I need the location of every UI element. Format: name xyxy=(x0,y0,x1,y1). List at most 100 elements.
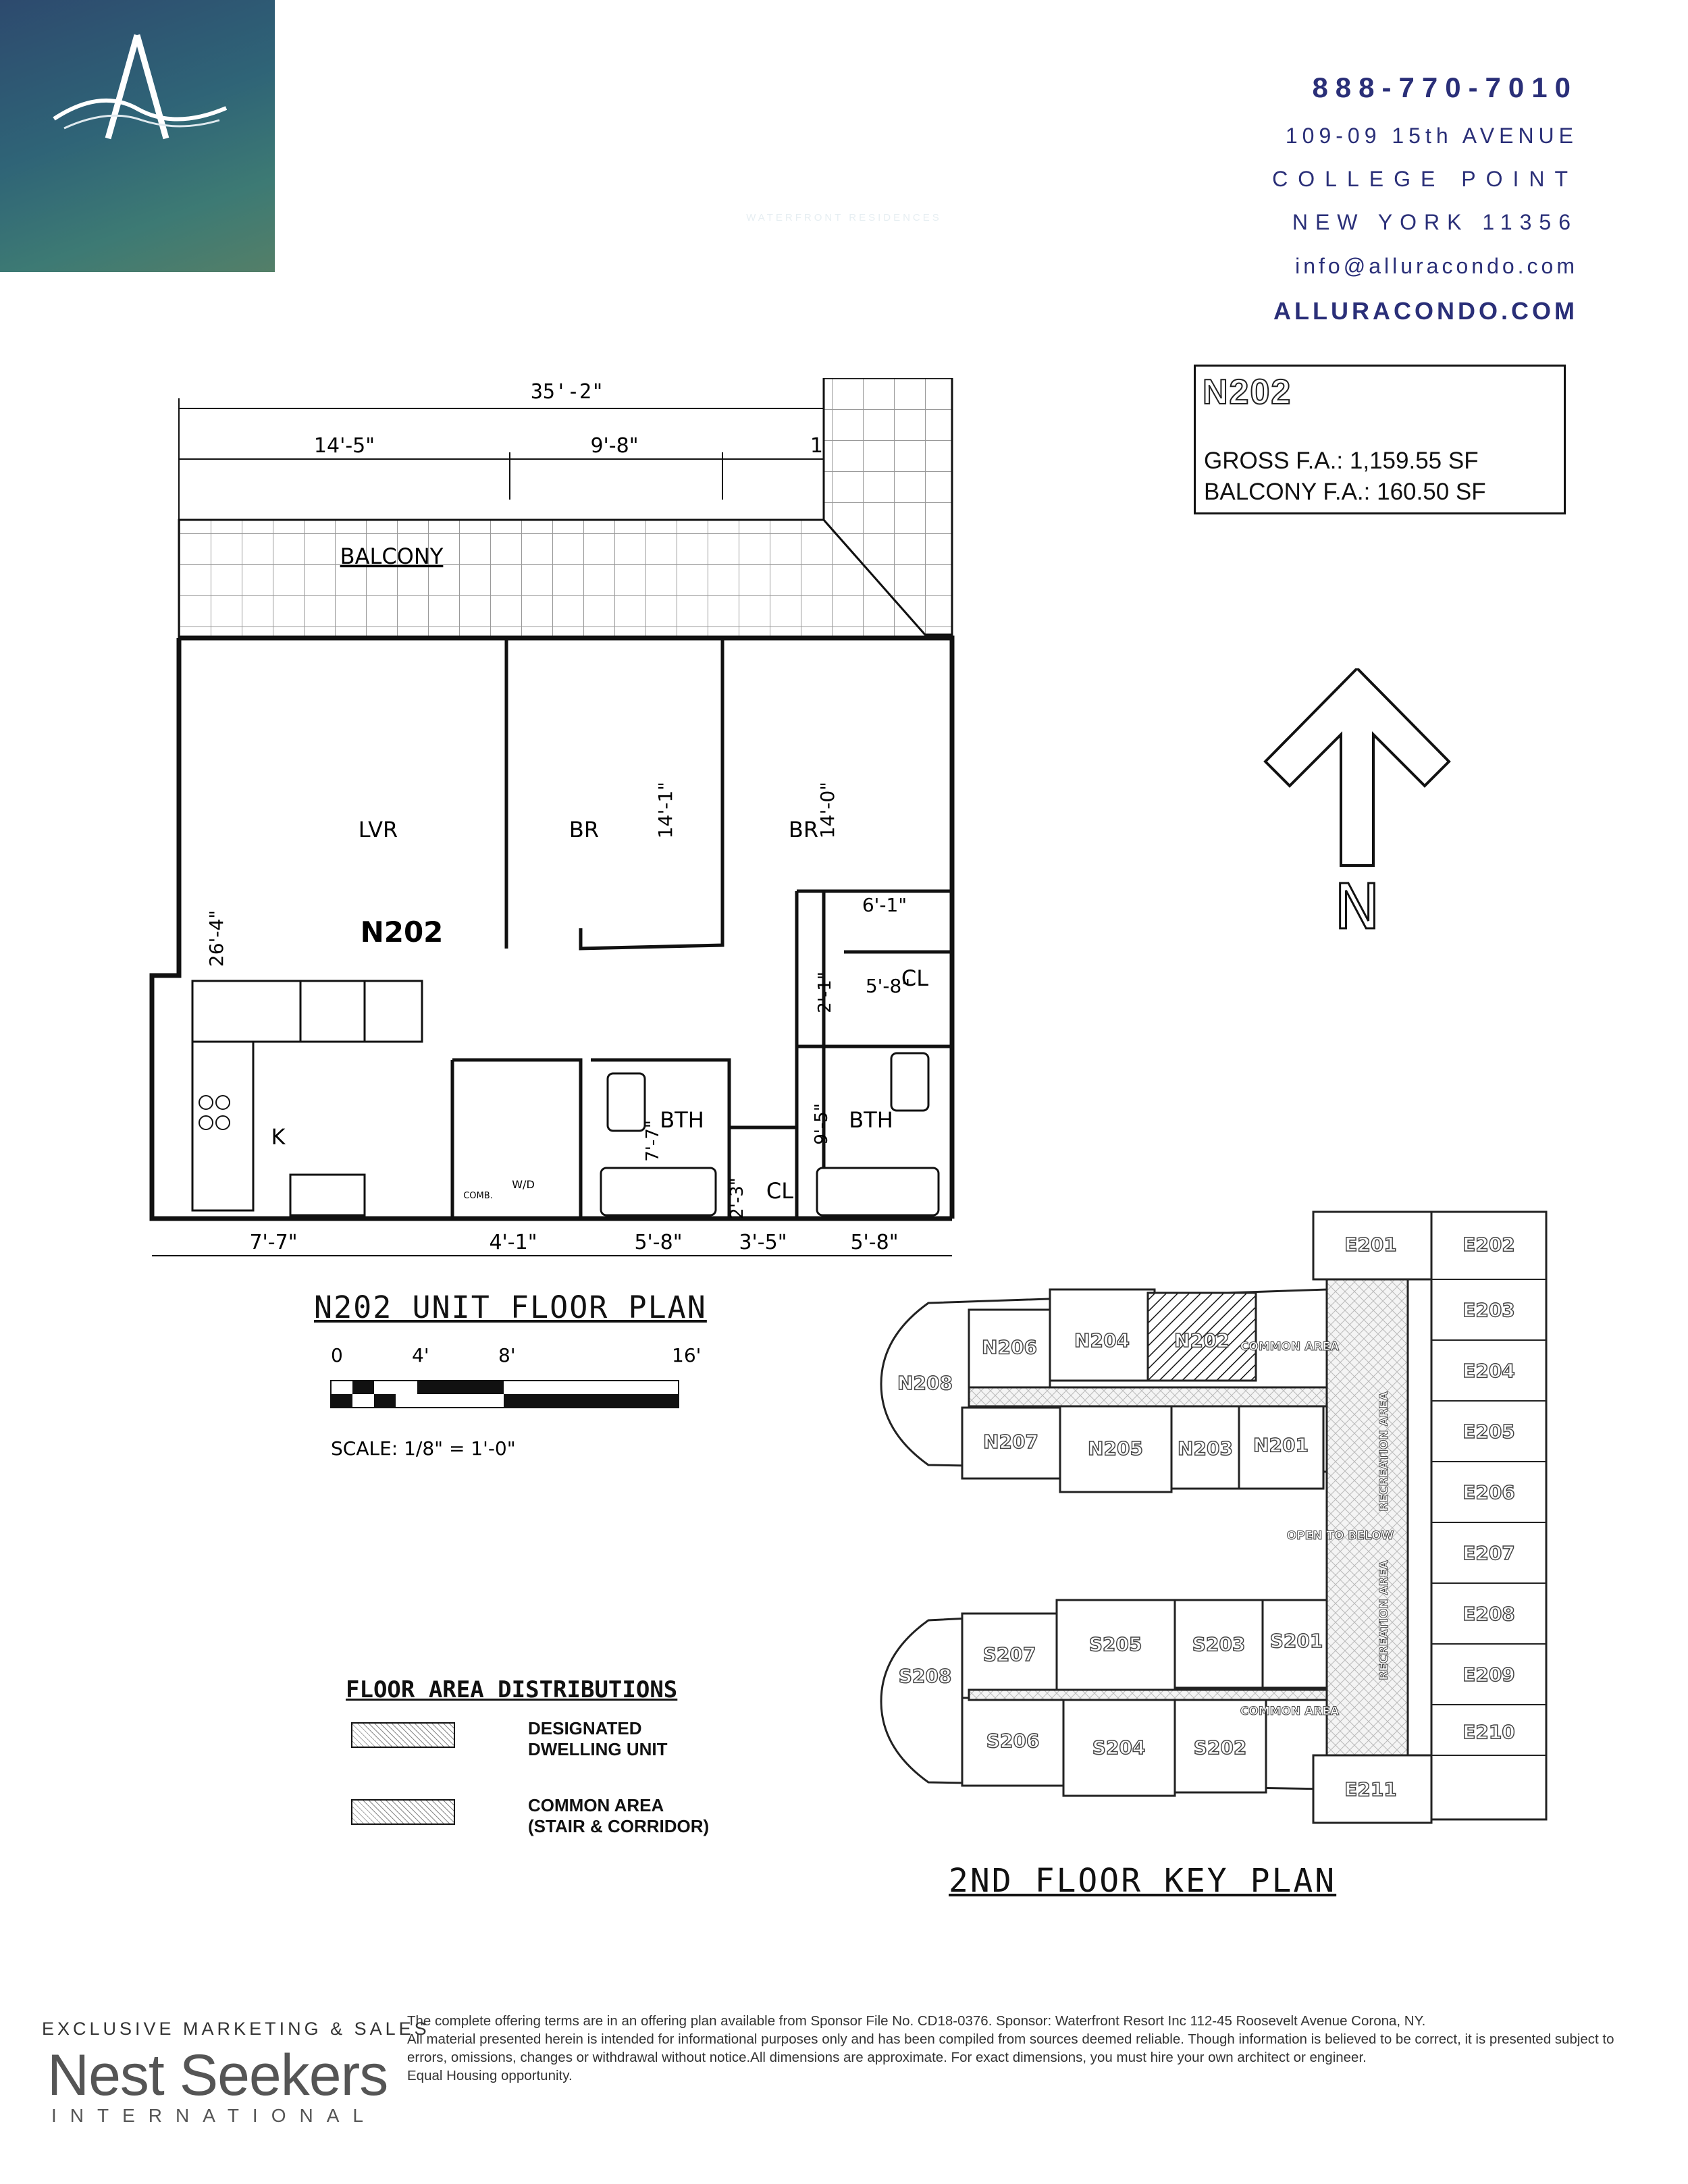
key-unit-e201: E201 xyxy=(1344,1233,1397,1256)
footer-brand-logo: Nest Seekers xyxy=(47,2043,388,2108)
unit-floor-plan: 35'-2" 14'-5" 9'-8" 10'-3" BALCONY xyxy=(149,378,955,1256)
unit-number: N202 xyxy=(1202,372,1292,412)
key-open-to-below: OPEN TO BELOW xyxy=(1287,1529,1394,1543)
balcony-area: BALCONY F.A.: 160.50 SF xyxy=(1204,479,1486,505)
key-common-area-north: COMMON AREA xyxy=(1240,1340,1340,1354)
key-recreation-south: RECREATION AREA xyxy=(1377,1560,1391,1680)
dim-overall: 35'-2" xyxy=(531,380,604,404)
north-label: N xyxy=(1334,871,1381,938)
address-line-2: COLLEGE POINT xyxy=(1272,167,1578,191)
dim-bth-depth-2: 9'-5" xyxy=(812,1103,832,1145)
key-common-area-south: COMMON AREA xyxy=(1240,1705,1340,1718)
footer-marketing: EXCLUSIVE MARKETING & SALES xyxy=(42,2019,430,2039)
disclaimer-line-1: The complete offering terms are in an of… xyxy=(407,2013,1426,2029)
dim-top-1: 14'-5" xyxy=(314,434,375,458)
scale-tick-4: 4' xyxy=(412,1344,429,1366)
floor-plan-title: N202 UNIT FLOOR PLAN xyxy=(314,1289,707,1325)
dim-cl2-depth: 2'-3" xyxy=(727,1177,747,1219)
dim-bottom-4: 3'-5" xyxy=(739,1231,787,1254)
key-recreation-north: RECREATION AREA xyxy=(1377,1391,1391,1512)
dim-br2-depth: 14'-0" xyxy=(816,782,839,838)
key-plan-title: 2ND FLOOR KEY PLAN xyxy=(949,1862,1337,1900)
legend-common-line-1: COMMON AREA xyxy=(528,1795,664,1815)
key-unit-n206: N206 xyxy=(982,1336,1037,1358)
key-unit-e209: E209 xyxy=(1462,1663,1515,1686)
disclaimer-line-2: All material presented herein is intende… xyxy=(407,2031,1614,2065)
key-unit-e204: E204 xyxy=(1462,1360,1515,1382)
room-bth-1: BTH xyxy=(660,1107,704,1133)
logo-emblem-icon xyxy=(53,34,228,140)
scale-bar: 0 4' 8' 16' SCALE: 1/8" = 1'-0" xyxy=(330,1344,701,1460)
dim-top-2: 9'-8" xyxy=(590,434,638,458)
dim-bottom-1: 7'-7" xyxy=(249,1231,297,1254)
website-link[interactable]: ALLURACONDO.COM xyxy=(1273,297,1578,325)
legend-title: FLOOR AREA DISTRIBUTIONS xyxy=(346,1676,678,1703)
key-unit-n201: N201 xyxy=(1253,1434,1309,1456)
legend-swatch-dwelling xyxy=(351,1722,455,1748)
key-unit-s204: S204 xyxy=(1092,1736,1146,1759)
key-unit-s208: S208 xyxy=(899,1665,952,1687)
footer-brand-sub: INTERNATIONAL xyxy=(51,2105,377,2126)
key-unit-s206: S206 xyxy=(986,1730,1040,1752)
key-unit-n204: N204 xyxy=(1074,1329,1130,1352)
logo-tagline: WATERFRONT RESIDENCES xyxy=(746,212,942,223)
room-br-1: BR xyxy=(569,817,599,843)
unit-info-box: N202 GROSS F.A.: 1,159.55 SF BALCONY F.A… xyxy=(1194,365,1566,514)
room-cl-2: CL xyxy=(766,1178,793,1204)
email-link[interactable]: info@alluracondo.com xyxy=(1295,254,1578,278)
legend-common-line-2: (STAIR & CORRIDOR) xyxy=(528,1816,710,1836)
key-unit-s201: S201 xyxy=(1270,1630,1323,1652)
key-unit-s207: S207 xyxy=(983,1643,1036,1666)
dim-left: 26'-4" xyxy=(205,910,228,967)
north-arrow-icon: N xyxy=(1263,668,1451,938)
dim-cl-inner: 5'-8" xyxy=(866,975,910,997)
dim-bottom-3: 5'-8" xyxy=(634,1231,682,1254)
key-unit-s205: S205 xyxy=(1089,1633,1142,1655)
scale-tick-16: 16' xyxy=(672,1344,701,1366)
room-lvr: LVR xyxy=(359,817,398,843)
legend-label-common: COMMON AREA (STAIR & CORRIDOR) xyxy=(528,1795,709,1837)
room-br-2: BR xyxy=(789,817,818,843)
key-unit-e205: E205 xyxy=(1462,1420,1515,1443)
dim-bth-depth-1: 7'-7" xyxy=(643,1120,663,1162)
key-unit-s202: S202 xyxy=(1194,1736,1247,1759)
logo-wordmark: ALLURA xyxy=(731,157,957,203)
key-unit-s203: S203 xyxy=(1192,1633,1246,1655)
unit-label: N202 xyxy=(361,915,444,949)
key-unit-e211: E211 xyxy=(1344,1778,1397,1801)
room-bth-2: BTH xyxy=(849,1107,893,1133)
key-unit-n207: N207 xyxy=(983,1431,1038,1453)
room-k: K xyxy=(271,1124,286,1150)
room-comb: COMB. xyxy=(463,1191,493,1201)
address-line-3: NEW YORK 11356 xyxy=(1292,210,1578,234)
scale-tick-8: 8' xyxy=(498,1344,516,1366)
key-unit-e207: E207 xyxy=(1462,1542,1515,1564)
legend-swatch-common xyxy=(351,1799,455,1825)
key-unit-e202: E202 xyxy=(1462,1233,1515,1256)
dim-br1-depth: 14'-1" xyxy=(654,782,677,838)
key-unit-e203: E203 xyxy=(1462,1299,1515,1321)
legend-label-dwelling: DESIGNATED DWELLING UNIT xyxy=(528,1718,668,1760)
dim-cl-depth: 2'-1" xyxy=(815,971,835,1013)
legend: FLOOR AREA DISTRIBUTIONS DESIGNATED DWEL… xyxy=(346,1676,710,1845)
balcony-corner-shape xyxy=(822,378,953,636)
legend-dwelling-line-2: DWELLING UNIT xyxy=(528,1739,668,1759)
key-unit-n203: N203 xyxy=(1178,1437,1233,1460)
room-cl-1: CL xyxy=(901,965,928,991)
balcony-area-shape xyxy=(178,518,953,639)
disclaimer-line-3: Equal Housing opportunity. xyxy=(407,2068,573,2083)
scale-label: SCALE: 1/8" = 1'-0" xyxy=(331,1437,516,1460)
key-unit-n208: N208 xyxy=(897,1372,953,1394)
key-unit-n202: N202 xyxy=(1174,1329,1230,1352)
phone-number[interactable]: 888-770-7010 xyxy=(1312,72,1578,103)
key-unit-e208: E208 xyxy=(1462,1603,1515,1625)
footer-disclaimer: The complete offering terms are in an of… xyxy=(407,2012,1637,2085)
key-plan: N208 N206 N204 N202 N207 N205 N203 N201 … xyxy=(880,1210,1548,1824)
key-unit-e206: E206 xyxy=(1462,1481,1515,1503)
address-line-1: 109-09 15th AVENUE xyxy=(1285,124,1578,148)
key-unit-n205: N205 xyxy=(1088,1437,1143,1460)
gross-area: GROSS F.A.: 1,159.55 SF xyxy=(1204,448,1479,474)
dim-bottom-2: 4'-1" xyxy=(489,1231,537,1254)
dim-cl-width: 6'-1" xyxy=(862,894,907,916)
scale-tick-0: 0 xyxy=(331,1344,343,1366)
